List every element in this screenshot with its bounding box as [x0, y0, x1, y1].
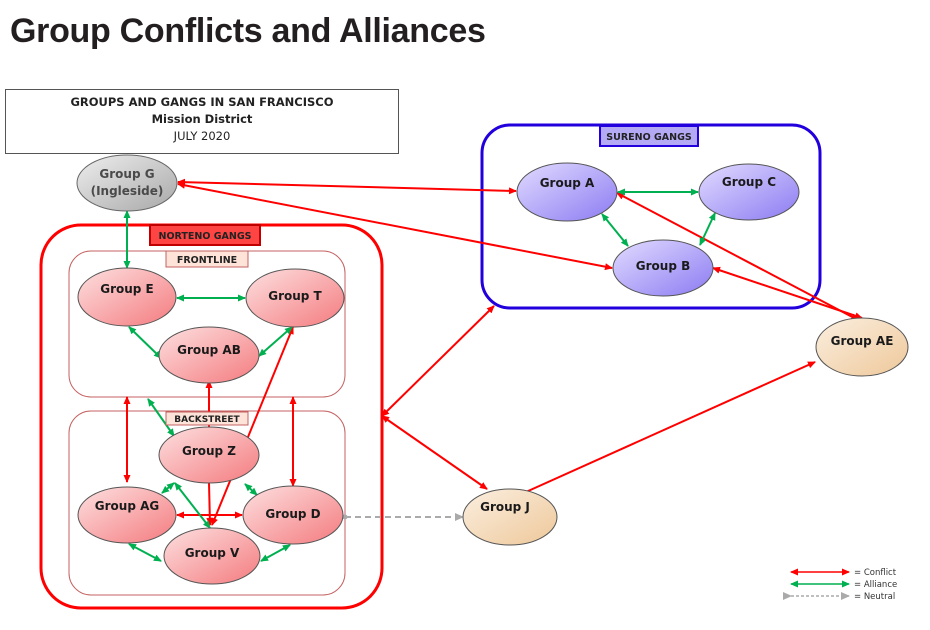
edge-z-v-conflict: [206, 482, 214, 526]
header-date: JULY 2020: [173, 129, 231, 143]
edge-norteno-sureno-conflict: [381, 305, 495, 417]
edge-d-v-alliance: [260, 544, 291, 562]
edge-g-b-conflict: [177, 181, 613, 271]
edge-z-d-alliance: [244, 483, 258, 496]
header-title: GROUPS AND GANGS IN SAN FRANCISCO: [70, 95, 334, 109]
edge-norteno-j-conflict: [381, 415, 488, 490]
node-group-j[interactable]: Group J: [462, 488, 558, 546]
svg-text:Group V: Group V: [185, 546, 240, 560]
edge-c-b-alliance: [699, 212, 716, 246]
node-group-e[interactable]: Group E: [77, 267, 177, 327]
edge-a-b-alliance: [601, 213, 629, 247]
node-group-v[interactable]: Group V: [163, 527, 261, 585]
page-title: Group Conflicts and Alliances: [10, 12, 486, 50]
svg-text:Group A: Group A: [540, 176, 595, 190]
svg-text:Group G: Group G: [99, 167, 154, 181]
legend-item-neutral: = Neutral: [783, 592, 895, 602]
node-group-a[interactable]: Group A: [516, 162, 618, 222]
svg-text:FRONTLINE: FRONTLINE: [177, 255, 237, 266]
conflict-edges: [123, 178, 863, 526]
node-group-z[interactable]: Group Z: [158, 426, 260, 484]
edge-ag-v-alliance: [128, 543, 162, 562]
edge-b-ae-conflict: [712, 266, 863, 320]
svg-text:Group AB: Group AB: [177, 343, 241, 357]
node-group-ag[interactable]: Group AG: [77, 486, 177, 544]
frontline-label: FRONTLINE: [165, 250, 249, 268]
svg-text:= Neutral: = Neutral: [854, 592, 895, 602]
svg-text:SURENO GANGS: SURENO GANGS: [606, 132, 692, 143]
backstreet-label: BACKSTREET: [165, 411, 249, 426]
node-group-t[interactable]: Group T: [245, 268, 345, 328]
node-group-b[interactable]: Group B: [612, 239, 714, 297]
edge-z-v-alliance: [174, 482, 211, 529]
edge-j-ae-conflict: [516, 361, 816, 497]
svg-text:Group C: Group C: [722, 175, 776, 189]
legend-item-alliance: = Alliance: [790, 580, 897, 590]
svg-text:Group Z: Group Z: [182, 444, 236, 458]
svg-text:Group AE: Group AE: [831, 334, 894, 348]
sureno-cluster-label: SURENO GANGS: [599, 125, 699, 147]
svg-text:Group B: Group B: [636, 259, 690, 273]
node-group-ae[interactable]: Group AE: [815, 317, 909, 377]
svg-text:BACKSTREET: BACKSTREET: [174, 415, 240, 425]
edge-t-ab-alliance: [258, 326, 293, 357]
svg-text:Group E: Group E: [100, 282, 154, 296]
header-district: Mission District: [151, 112, 253, 126]
edge-z-ag-alliance: [161, 482, 175, 494]
diagram-header-box: GROUPS AND GANGS IN SAN FRANCISCO Missio…: [5, 89, 399, 154]
edge-z-frontline-alliance: [147, 398, 175, 437]
svg-text:Group D: Group D: [265, 507, 320, 521]
svg-text:Group J: Group J: [480, 500, 530, 514]
node-group-d[interactable]: Group D: [242, 485, 344, 545]
svg-text:= Alliance: = Alliance: [854, 580, 897, 590]
svg-text:(Ingleside): (Ingleside): [91, 184, 164, 198]
alliance-edges: [123, 188, 716, 562]
backstreet-subgroup-box: [68, 410, 346, 596]
svg-text:= Conflict: = Conflict: [854, 568, 897, 578]
svg-text:Group AG: Group AG: [95, 499, 159, 513]
svg-text:Group T: Group T: [268, 289, 322, 303]
norteno-cluster-label: NORTENO GANGS: [149, 224, 261, 246]
svg-text:NORTENO GANGS: NORTENO GANGS: [159, 231, 252, 242]
legend-item-conflict: = Conflict: [790, 568, 897, 578]
edge-v-t-conflict: [211, 326, 294, 526]
legend: = Conflict = Alliance = Neutral: [783, 568, 897, 602]
node-group-ab[interactable]: Group AB: [158, 326, 260, 384]
node-group-c[interactable]: Group C: [698, 163, 800, 221]
edge-g-a-conflict: [177, 178, 517, 195]
node-group-g[interactable]: Group G (Ingleside): [76, 154, 178, 212]
edge-e-ab-alliance: [128, 326, 162, 359]
